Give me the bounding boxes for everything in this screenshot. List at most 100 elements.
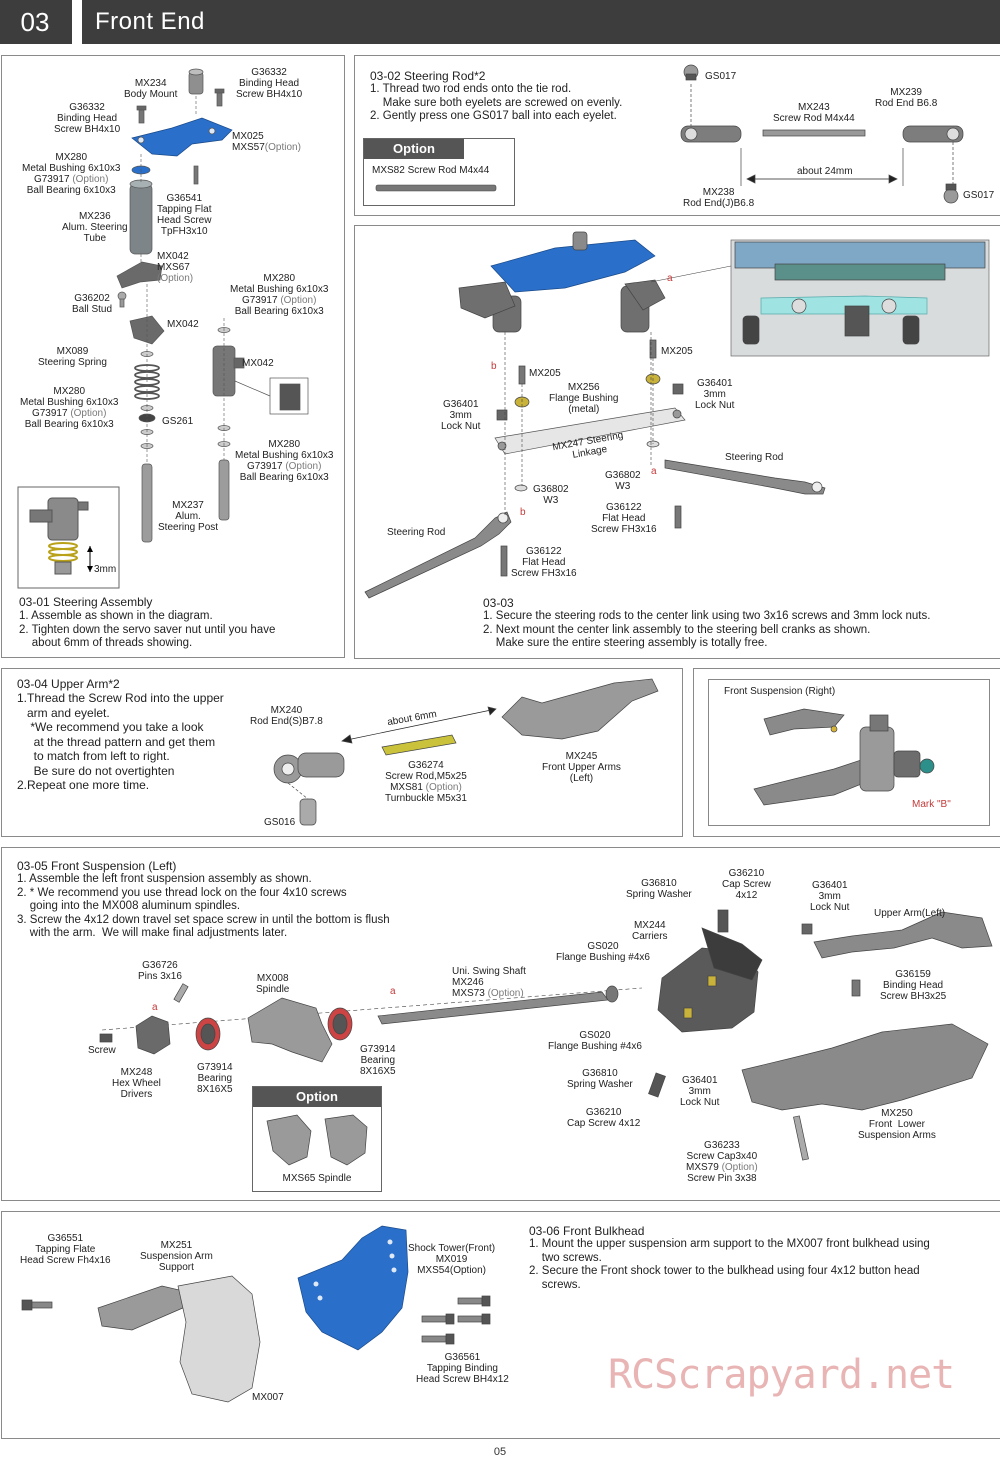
label-mx280-a: MX280 Metal Bushing 6x10x3 G73917 (Optio… [22,152,120,196]
label-g36726: G36726 Pins 3x16 [138,960,182,982]
label-gs017-top: GS017 [705,71,737,82]
step-title-03-01: 03-01 Steering Assembly [19,595,153,609]
marker-a-right: a [390,986,396,997]
g73917d-option: (Option) [282,461,322,472]
step-text-03-06: 1. Mount the upper suspension arm suppor… [529,1238,930,1291]
shock-tower-text: Shock Tower(Front) MX019 [408,1243,496,1265]
panel-steering-linkage: a b MX205 MX205 MX256 Flange Bushing (me… [354,225,1000,659]
page-number: 05 [493,1446,507,1458]
label-mx237: MX237 Alum. Steering Post [158,500,219,533]
label-mx236: MX236 Alum. Steering Tube [62,211,128,244]
label-g36122-right: G36122 Flat Head Screw FH3x16 [591,502,657,535]
label-steering-rod-left: Steering Rod [387,527,446,538]
turnbuckle-text: Turnbuckle M5x31 [385,793,467,804]
label-g36210-top: G36210 Cap Screw 4x12 [722,868,771,901]
mxs67-option: (Option) [157,273,194,284]
steering-rod-diagram [680,64,964,204]
g36274-text: G36274 Screw Rod,M5x25 [385,760,467,782]
mxs73-text: MXS73 [452,988,485,999]
step-text-03-01: 1. Assemble as shown in the diagram. 2. … [19,610,276,649]
step-text-03-02: 1. Thread two rod ends onto the tie rod.… [370,83,623,122]
mx042a-text: MX042 [157,251,189,262]
label-gs261: GS261 [162,416,194,427]
label-mx243: MX243 Screw Rod M4x44 [773,102,855,124]
mxs73-option: (Option) [484,988,524,999]
upper-arm-diagram [273,678,659,826]
label-g36401-left: G36401 3mm Lock Nut [441,399,481,432]
label-g73914-b: G73914 Bearing 8X16X5 [360,1044,396,1077]
panel-steering-rod: 03-02 Steering Rod*2 1. Thread two rod e… [354,55,1000,216]
panel-front-suspension-left: 03-05 Front Suspension (Left) 1. Assembl… [1,847,1000,1201]
mxs79-option: (Option) [718,1162,758,1173]
label-g36233: G36233 Screw Cap3x40 MXS79 (Option) Scre… [686,1140,758,1184]
marker-b-top: b [491,361,497,372]
option-part-mxs65: MXS65 Spindle [282,1173,352,1184]
label-g36810-top: G36810 Spring Washer [626,878,692,900]
step-text-03-05: 1. Assemble the left front suspension as… [17,873,390,939]
screwpin-text: Screw Pin 3x38 [687,1173,757,1184]
label-screw: Screw [88,1045,116,1056]
label-g73914-a: G73914 Bearing 8X16X5 [197,1062,233,1095]
label-mx248: MX248 Hex Wheel Drivers [112,1067,161,1100]
mxs57-option: (Option) [264,142,301,153]
bb-d-text: Ball Bearing 6x10x3 [239,472,329,483]
label-mx238: MX238 Rod End(J)B6.8 [683,187,755,209]
label-shock-tower: Shock Tower(Front) MX019 MXS54(Option) [408,1243,495,1276]
g73917b-option: (Option) [277,295,317,306]
label-mx280-b: MX280 Metal Bushing 6x10x3 G73917 (Optio… [230,273,328,317]
label-mx250: MX250 Front Lower Suspension Arms [858,1108,936,1141]
option-box-mxs82: Option MXS82 Screw Rod M4x44 [363,138,515,206]
steering-assembly-diagram [17,68,309,589]
step-title-03-04: 03-04 Upper Arm*2 [17,677,120,691]
label-gs017-bottom: GS017 [963,190,995,201]
mx280c-text: MX280 Metal Bushing 6x10x3 [20,386,119,408]
mxs81-option: (Option) [422,782,462,793]
label-steering-rod-right: Steering Rod [725,452,784,463]
label-uni-shaft: Uni. Swing Shaft MX246 MXS73 (Option) [452,966,526,999]
g73917b-text: G73917 [241,295,278,306]
label-g36551: G36551 Tapping Flate Head Screw Fh4x16 [20,1233,111,1266]
front-bulkhead-diagram [21,1225,491,1403]
label-mx025: MX025 MXS57(Option) [232,131,301,153]
label-mx042-b: MX042 [167,319,199,330]
label-mx234: MX234 Body Mount [124,78,178,100]
g73917c-text: G73917 [31,408,68,419]
label-g36802-left: G36802 W3 [533,484,569,506]
marker-a-left: a [152,1002,158,1013]
label-g36274: G36274 Screw Rod,M5x25 MXS81 (Option) Tu… [385,760,467,804]
g73917a-option: (Option) [69,174,109,185]
inset-title: Front Suspension (Right) [724,686,836,697]
label-mx256: MX256 Flange Bushing (metal) [549,382,619,415]
bb-a-text: Ball Bearing 6x10x3 [26,185,116,196]
mxs79-text: MXS79 [686,1162,719,1173]
steering-linkage-diagram [364,231,990,599]
marker-a-bottom: a [651,466,657,477]
label-mx240: MX240 Rod End(S)B7.8 [250,705,323,727]
g36233-text: G36233 Screw Cap3x40 [686,1140,758,1162]
label-mx280-c: MX280 Metal Bushing 6x10x3 G73917 (Optio… [20,386,118,430]
g73917d-text: G73917 [246,461,283,472]
mx280b-text: MX280 Metal Bushing 6x10x3 [230,273,329,295]
label-g36541: G36541 Tapping Flat Head Screw TpFH3x10 [157,193,212,237]
label-mx042-c: MX042 [242,358,274,369]
step-title-03-05: 03-05 Front Suspension (Left) [17,859,177,873]
option-part-label: MXS82 Screw Rod M4x44 [372,165,490,176]
marker-a-top: a [667,273,673,284]
label-mx205-right: MX205 [661,346,693,357]
step-title-03-02: 03-02 Steering Rod*2 [370,69,486,83]
label-g36332-left: G36332 Binding Head Screw BH4x10 [54,102,121,135]
marker-b-bottom: b [520,507,526,518]
mxs54-text: MXS54(Option) [417,1265,486,1276]
label-mx007: MX007 [252,1392,284,1403]
inset-photo-frame [708,679,990,826]
label-gs020-top: GS020 Flange Bushing #4x6 [556,941,650,963]
label-g36561: G36561 Tapping Binding Head Screw BH4x12 [416,1352,509,1385]
g73917c-option: (Option) [67,408,107,419]
option-box-mxs65: Option MXS65 Spindle [252,1086,382,1192]
section-title: Front End [95,8,205,35]
mxs57-text: MXS57 [232,142,265,153]
label-g36401-right: G36401 3mm Lock Nut [695,378,735,411]
mxs67-text: MXS67 [157,262,190,273]
label-mx205-left: MX205 [529,368,561,379]
mxs81-text: MXS81 [390,782,423,793]
